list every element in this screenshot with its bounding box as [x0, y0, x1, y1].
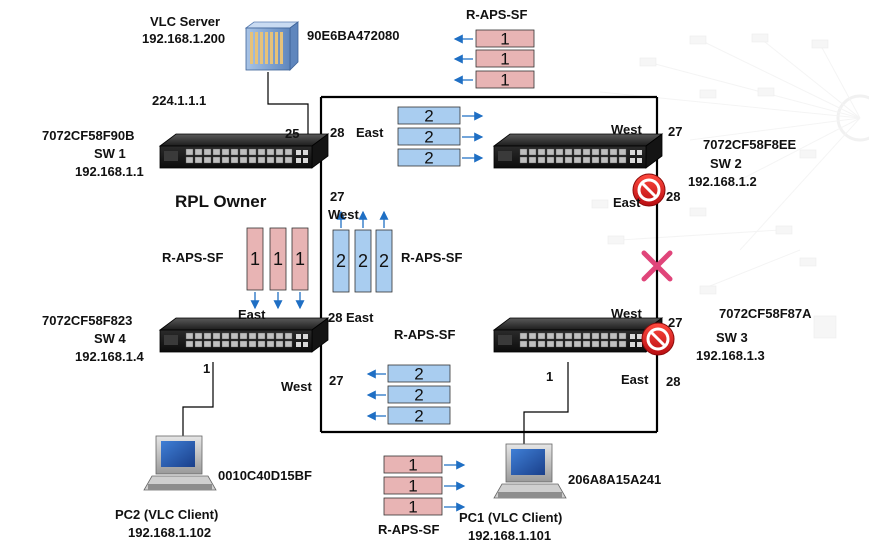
pc2-ip: 192.168.1.102 [128, 525, 212, 540]
svg-text:1: 1 [408, 477, 417, 496]
sw4-east-label-ring: East [346, 310, 374, 325]
sw4-ip: 192.168.1.4 [75, 349, 144, 364]
svg-text:2: 2 [379, 251, 389, 271]
switch-sw1 [158, 133, 330, 169]
svg-text:2: 2 [424, 128, 433, 147]
vlc-server-ip: 192.168.1.200 [142, 31, 226, 46]
raps-packet-1-top: 1 [475, 30, 535, 49]
blocked-port-icon-sw3 [641, 322, 675, 356]
sw3-mac: 7072CF58F87A [719, 306, 812, 321]
sw4-mac: 7072CF58F823 [42, 313, 133, 328]
sw2-port-28: 28 [666, 189, 681, 204]
sw4-east-label: East [238, 307, 266, 322]
switches-layer [158, 133, 664, 353]
raps-packet-1-top: 1 [475, 50, 535, 69]
sw4-west-label: West [281, 379, 312, 394]
sw2-west-label: West [611, 122, 642, 137]
svg-text:2: 2 [414, 365, 423, 384]
sw3-ip: 192.168.1.3 [696, 348, 765, 363]
raps-packet-1-top: 1 [475, 71, 535, 90]
sw2-port-27: 27 [668, 124, 683, 139]
blocked-port-icon-sw2 [632, 173, 666, 207]
svg-text:1: 1 [408, 498, 417, 517]
raps-packet-2-lower: 2 [387, 407, 451, 426]
sw4-port-28: 28 [328, 310, 343, 325]
svg-text:2: 2 [414, 407, 423, 426]
pc2-name: PC2 (VLC Client) [115, 507, 219, 522]
sw2-east-label: East [613, 195, 641, 210]
svg-text:1: 1 [500, 71, 509, 90]
sw1-west-label: West [328, 207, 359, 222]
svg-text:1: 1 [250, 249, 260, 269]
switch-sw4 [158, 317, 330, 353]
raps-label-left: R-APS-SF [162, 250, 224, 265]
sw1-port-27: 27 [330, 189, 345, 204]
vlc-server-icon [244, 21, 300, 71]
sw1-port-25: 25 [285, 126, 300, 141]
raps-label-lower: R-APS-SF [394, 327, 456, 342]
raps-packet-1-left: 1 [246, 227, 264, 291]
svg-text:1: 1 [273, 249, 283, 269]
sw3-west-label: West [611, 306, 642, 321]
raps-packet-2-lower: 2 [387, 365, 451, 384]
sw3-port-28: 28 [666, 374, 681, 389]
pc2-mac: 0010C40D15BF [218, 468, 312, 483]
raps-packet-1-bottom: 1 [383, 498, 443, 517]
raps-packet-1-left: 1 [269, 227, 287, 291]
raps-packet-2-upper: 2 [397, 107, 461, 126]
raps-packet-1-bottom: 1 [383, 477, 443, 496]
raps-label-top: R-APS-SF [466, 7, 528, 22]
sw4-port-27: 27 [329, 373, 344, 388]
pc1-name: PC1 (VLC Client) [459, 510, 563, 525]
sw1-east-label: East [356, 125, 384, 140]
sw4-port-1: 1 [203, 361, 211, 376]
sw2-mac: 7072CF58F8EE [703, 137, 797, 152]
rpl-owner-label: RPL Owner [175, 192, 267, 211]
sw3-east-label: East [621, 372, 649, 387]
vlc-server-mac: 90E6BA472080 [307, 28, 400, 43]
svg-text:2: 2 [336, 251, 346, 271]
sw3-name: SW 3 [716, 330, 748, 345]
link-failure-x-icon [641, 250, 673, 282]
sw1-mac: 7072CF58F90B [42, 128, 135, 143]
switch-sw2 [492, 133, 664, 169]
background-network-graphic [591, 33, 869, 339]
raps-label-bottom: R-APS-SF [378, 522, 440, 537]
raps-packet-2-middle: 2 [375, 229, 393, 293]
svg-text:2: 2 [414, 386, 423, 405]
sw3-port-27: 27 [668, 315, 683, 330]
sw3-port-1: 1 [546, 369, 554, 384]
multicast-address: 224.1.1.1 [152, 93, 207, 108]
sw4-name: SW 4 [94, 331, 126, 346]
raps-packet-2-lower: 2 [387, 386, 451, 405]
raps-label-middle: R-APS-SF [401, 250, 463, 265]
svg-text:1: 1 [500, 30, 509, 49]
sw2-ip: 192.168.1.2 [688, 174, 757, 189]
pc1-mac: 206A8A15A241 [568, 472, 662, 487]
sw1-ip: 192.168.1.1 [75, 164, 144, 179]
svg-text:2: 2 [424, 149, 433, 168]
raps-packet-2-upper: 2 [397, 149, 461, 168]
access-links [182, 72, 569, 446]
svg-text:2: 2 [424, 107, 433, 126]
vlc-server-title: VLC Server [150, 14, 221, 29]
pc1-ip: 192.168.1.101 [468, 528, 552, 543]
sw1-port-28: 28 [330, 125, 345, 140]
sw1-name: SW 1 [94, 146, 126, 161]
pc2-computer-icon [143, 435, 217, 491]
svg-text:1: 1 [295, 249, 305, 269]
svg-text:2: 2 [358, 251, 368, 271]
raps-packet-2-middle: 2 [332, 229, 350, 293]
raps-packet-1-bottom: 1 [383, 456, 443, 475]
raps-packet-1-left: 1 [291, 227, 309, 291]
switch-sw3 [492, 317, 664, 353]
svg-text:1: 1 [408, 456, 417, 475]
pc1-computer-icon [493, 443, 567, 499]
sw2-name: SW 2 [710, 156, 742, 171]
raps-packet-2-middle: 2 [354, 229, 372, 293]
raps-packet-2-upper: 2 [397, 128, 461, 147]
svg-text:1: 1 [500, 50, 509, 69]
